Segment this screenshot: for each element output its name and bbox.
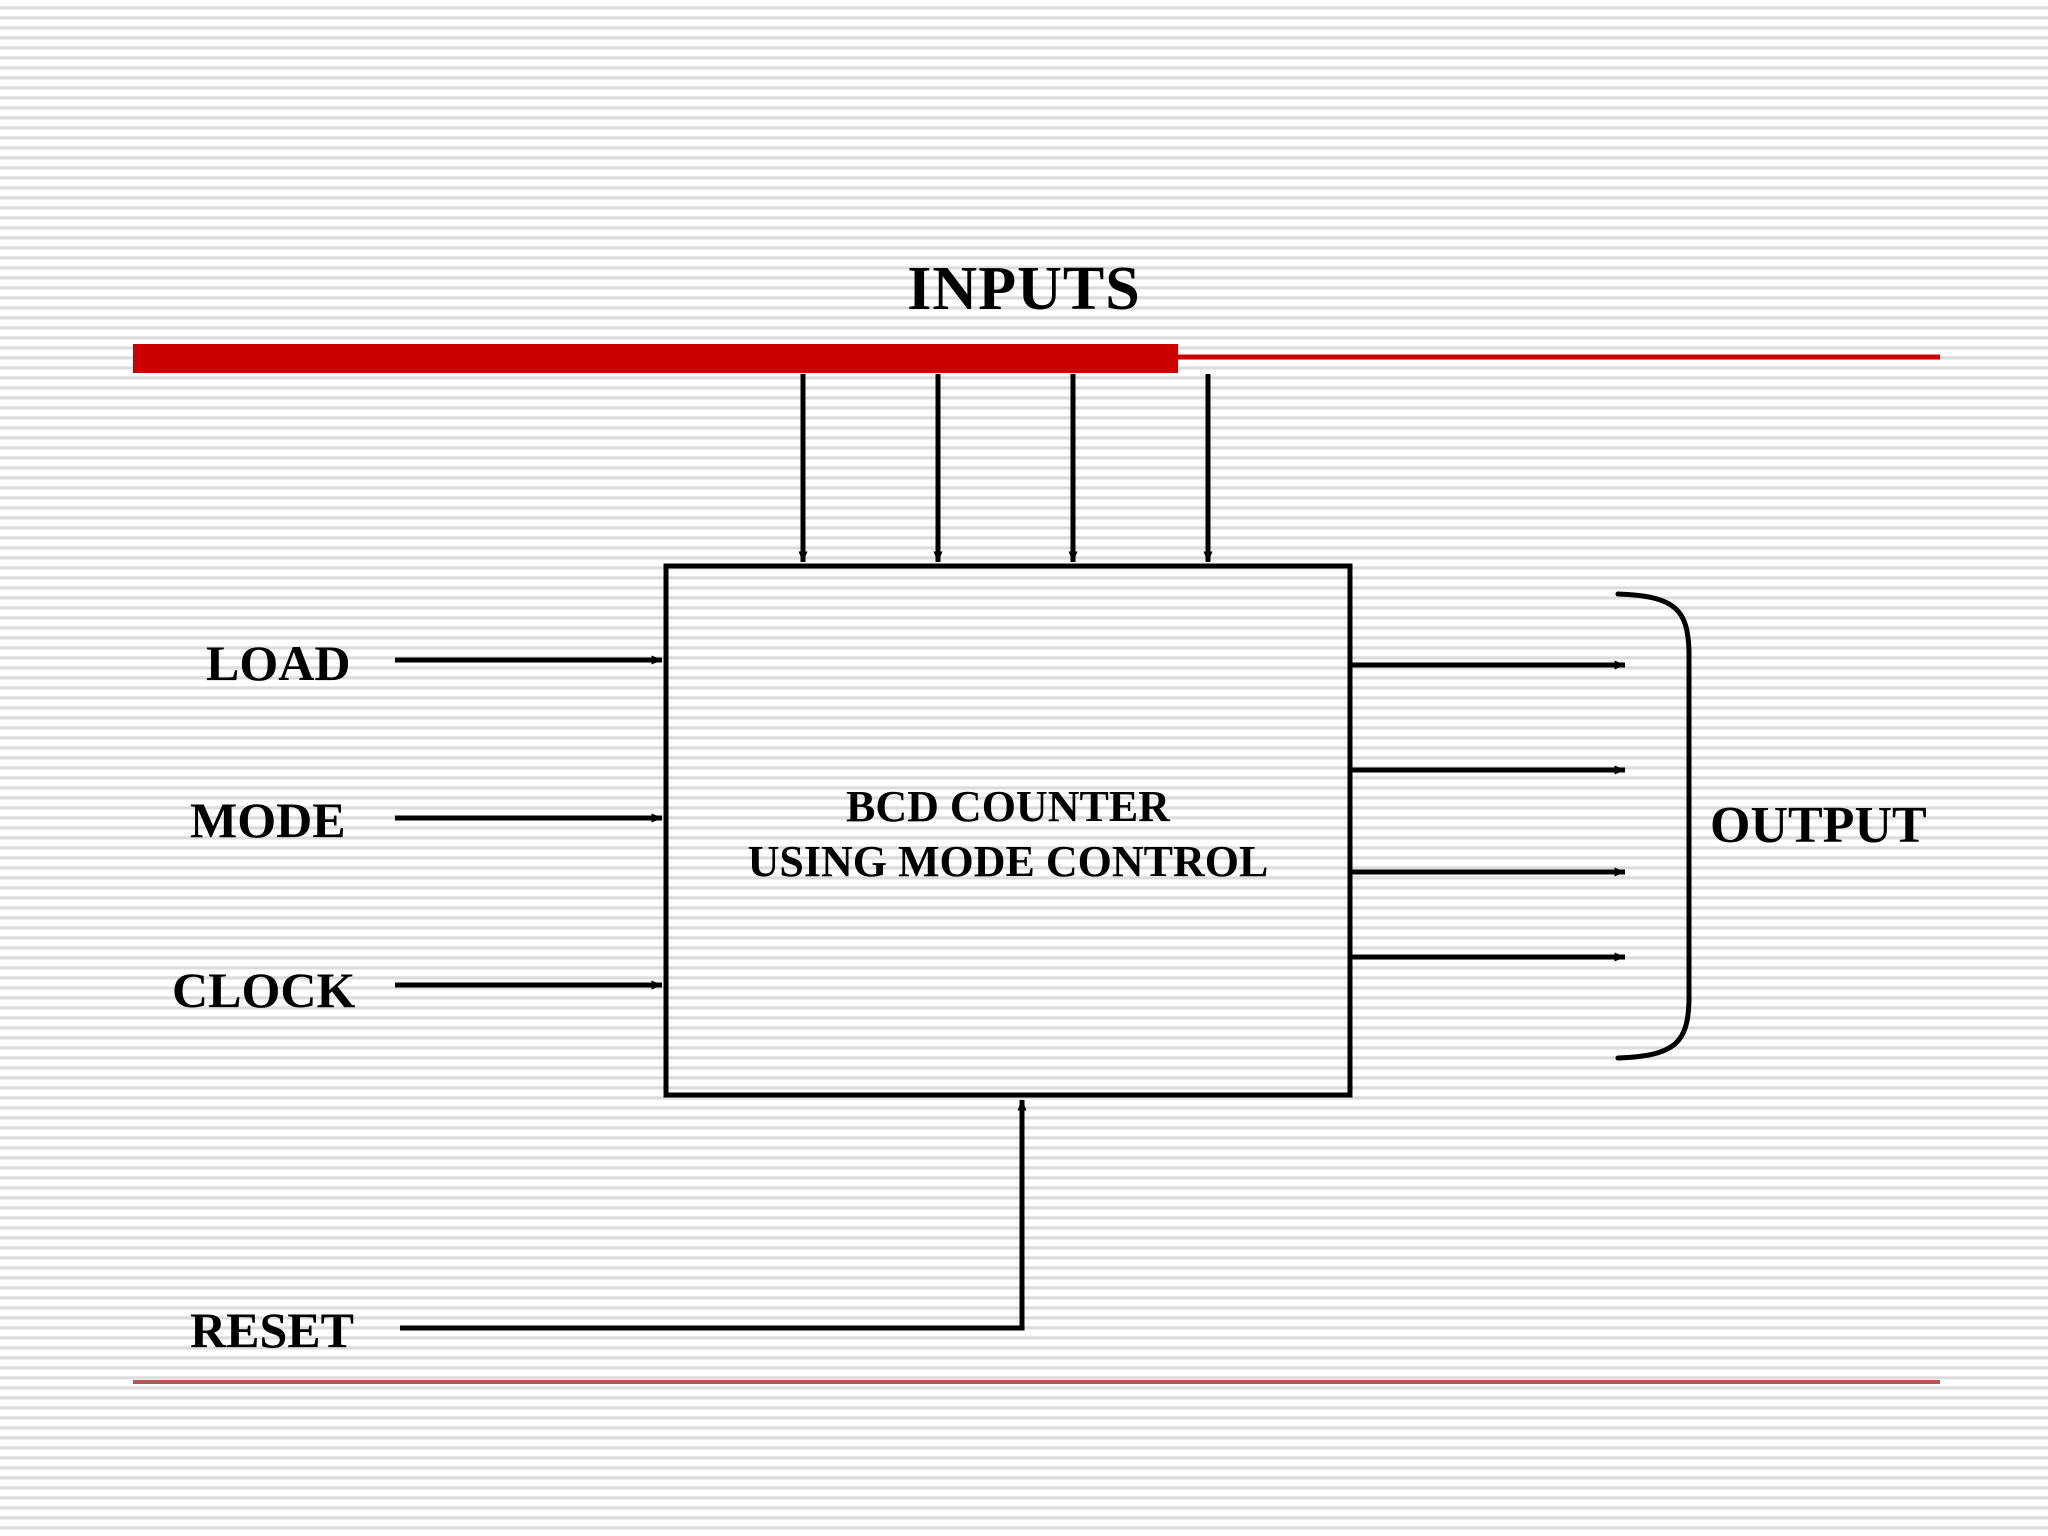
inputs-bus-bar	[133, 344, 1178, 373]
input-label-load: LOAD	[206, 635, 351, 691]
block-title-line-1: BCD COUNTER	[846, 782, 1170, 831]
top-input-arrows	[798, 374, 1213, 563]
block-title: BCD COUNTER USING MODE CONTROL	[666, 780, 1350, 889]
input-label-clock: CLOCK	[172, 962, 356, 1018]
output-label: OUTPUT	[1710, 797, 1927, 854]
left-input-arrows	[395, 655, 663, 990]
input-label-mode: MODE	[190, 792, 346, 848]
bcd-counter-block[interactable]	[663, 563, 1353, 1098]
output-arrows	[1350, 660, 1626, 962]
reset-arrow	[400, 1099, 1027, 1331]
block-title-line-2: USING MODE CONTROL	[747, 836, 1269, 886]
input-label-reset: RESET	[190, 1302, 354, 1358]
output-brace	[1615, 591, 1692, 1061]
page-title: INPUTS	[907, 255, 1141, 323]
